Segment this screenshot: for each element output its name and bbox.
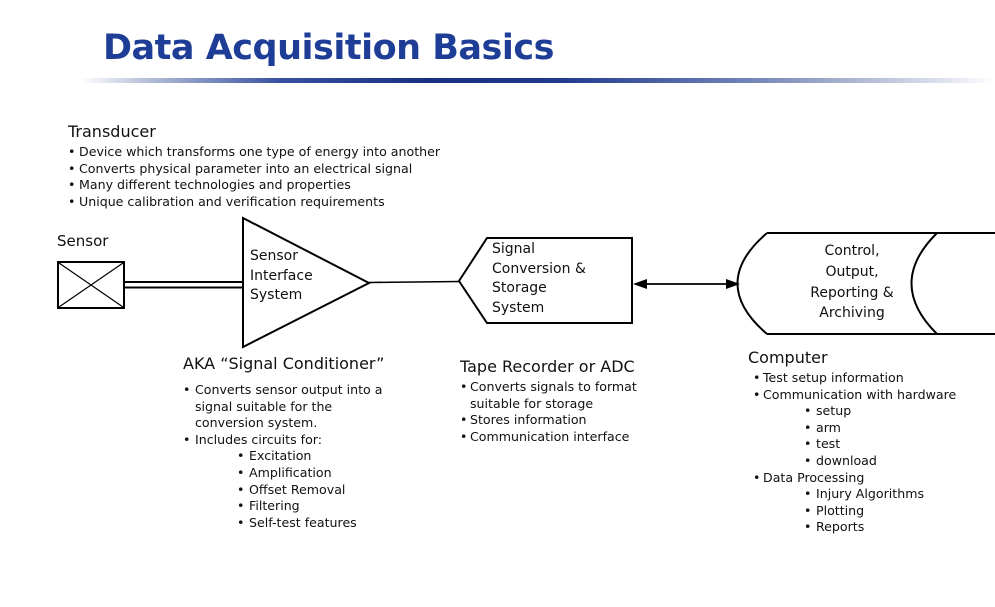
sub-bullet-item: Amplification (237, 465, 389, 482)
transducer-section: Transducer Device which transforms one t… (68, 122, 548, 210)
sensor-interface-system-label: Sensor Interface System (250, 248, 313, 303)
sub-bullet-item: test (804, 436, 988, 453)
bullet-item: Device which transforms one type of ener… (68, 144, 548, 161)
bullet-item: Communication interface (460, 429, 672, 446)
sub-bullet-item: Self-test features (237, 515, 389, 532)
sub-bullet-item: Reports (804, 519, 988, 536)
bullet-item: Includes circuits for: (183, 432, 389, 449)
sensor-cable-double-line (124, 281, 243, 289)
bullet-item: Converts signals to format suitable for … (460, 379, 672, 412)
sub-bullet-item: Filtering (237, 498, 389, 515)
sub-bullet-item: arm (804, 420, 988, 437)
processing-sub-list: Injury Algorithms Plotting Reports (804, 486, 988, 536)
tape-recorder-bullet-list: Converts signals to format suitable for … (460, 379, 672, 445)
sensor-label: Sensor (57, 232, 109, 250)
transducer-bullet-list: Device which transforms one type of ener… (68, 144, 548, 210)
computer-bullet-list-2: Data Processing (748, 470, 988, 487)
tape-recorder-heading: Tape Recorder or ADC (460, 357, 635, 376)
sub-bullet-item: setup (804, 403, 988, 420)
signal-conversion-storage-label: Signal Conversion & Storage System (492, 241, 586, 316)
title-divider-rule (80, 78, 995, 83)
signal-conditioner-section: AKA “Signal Conditioner” Converts sensor… (183, 354, 389, 531)
transducer-heading: Transducer (68, 122, 156, 141)
bullet-item: Many different technologies and properti… (68, 177, 548, 194)
sub-bullet-item: Excitation (237, 448, 389, 465)
bullet-item: Communication with hardware (748, 387, 988, 404)
computer-heading: Computer (748, 348, 828, 367)
bullet-item: Data Processing (748, 470, 988, 487)
signal-conditioner-bullet-list: Converts sensor output into a signal sui… (183, 382, 389, 448)
triangle-to-conversion-connector (368, 280, 462, 284)
control-output-reporting-label: Control, Output, Reporting & Archiving (810, 243, 894, 322)
tape-recorder-section: Tape Recorder or ADC Converts signals to… (460, 357, 672, 445)
signal-conditioner-heading: AKA “Signal Conditioner” (183, 354, 385, 373)
circuits-sub-list: Excitation Amplification Offset Removal … (237, 448, 389, 531)
bidirectional-arrow (633, 279, 740, 289)
bullet-item: Unique calibration and verification requ… (68, 194, 548, 211)
sub-bullet-item: download (804, 453, 988, 470)
bullet-item: Converts sensor output into a signal sui… (183, 382, 389, 432)
slide-title: Data Acquisition Basics (103, 28, 554, 69)
computer-bullet-list: Test setup information Communication wit… (748, 370, 988, 403)
bullet-item: Test setup information (748, 370, 988, 387)
sub-bullet-item: Plotting (804, 503, 988, 520)
bullet-item: Converts physical parameter into an elec… (68, 161, 548, 178)
bullet-item: Stores information (460, 412, 672, 429)
computer-section: Computer Test setup information Communic… (748, 348, 988, 536)
sub-bullet-item: Injury Algorithms (804, 486, 988, 503)
hardware-sub-list: setup arm test download (804, 403, 988, 469)
sensor-box-shape (57, 261, 125, 309)
sub-bullet-item: Offset Removal (237, 482, 389, 499)
